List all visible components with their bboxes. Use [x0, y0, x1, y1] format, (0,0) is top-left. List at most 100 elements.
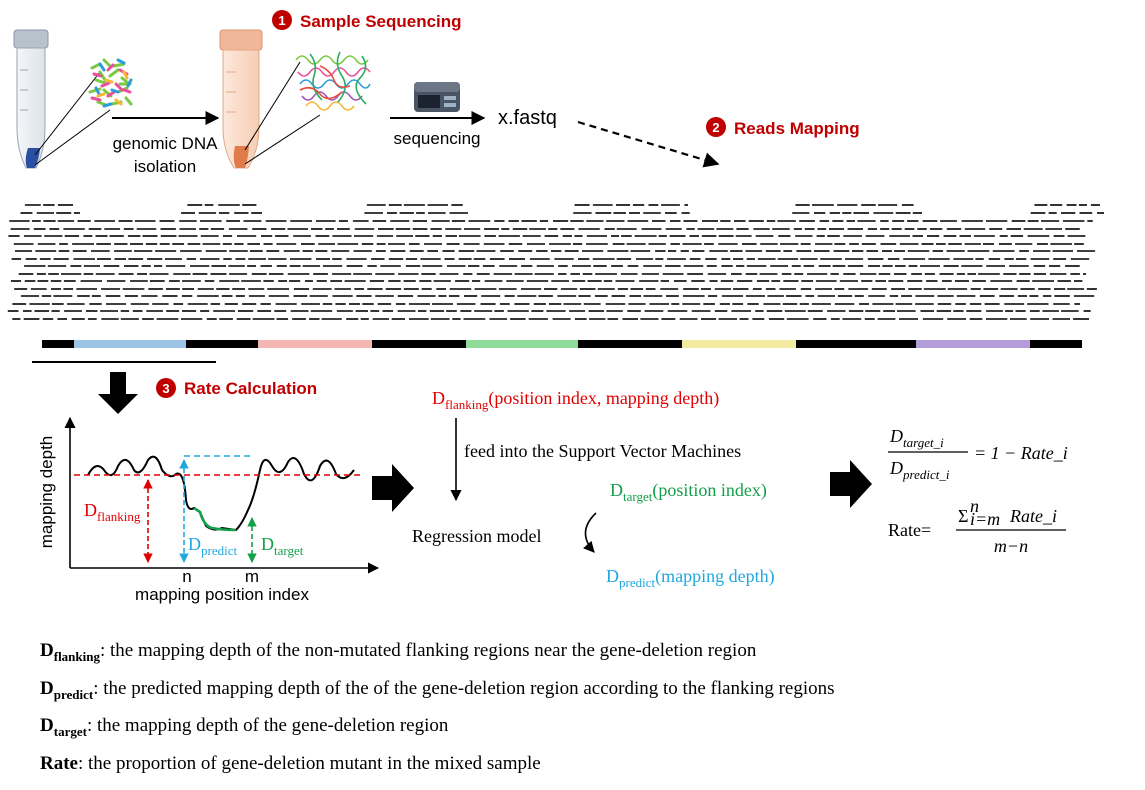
genome-segment: [466, 340, 578, 348]
svm-flanking-sub: flanking: [445, 397, 489, 412]
plot-flanking-main: D: [84, 500, 97, 520]
definition-target-sub: target: [53, 723, 87, 739]
svm-target-main: D: [610, 480, 623, 500]
tick-m: m: [245, 567, 259, 586]
svm-flanking-main: D: [432, 388, 445, 408]
formula1-den-var: D: [889, 458, 903, 478]
right-block-arrow-1: [372, 464, 414, 512]
tick-n: n: [182, 567, 191, 586]
dna-mixture-icon: [295, 51, 371, 111]
down-block-arrow: [98, 372, 138, 414]
formula1-denominator: Dpredict_i: [889, 458, 950, 482]
svm-predict-sub: predict: [619, 575, 655, 590]
target-region-curve: [193, 506, 237, 532]
genome-segment: [916, 340, 1030, 348]
genome-segment: [1030, 340, 1082, 348]
formula2-sum-sign: Σ: [958, 506, 968, 526]
isolation-label-line2: isolation: [134, 157, 196, 176]
fastq-label: x.fastq: [498, 107, 557, 129]
genome-segment: [682, 340, 796, 348]
svm-feed-label: feed into the Support Vector Machines: [464, 441, 741, 461]
step3-header: 3 Rate Calculation: [156, 378, 317, 398]
formula2-lhs: Rate=: [888, 520, 931, 540]
plot-target-main: D: [261, 534, 274, 554]
definition-target-term: Dtarget: [40, 715, 87, 739]
definition-flanking: Dflanking: the mapping depth of the non-…: [40, 640, 756, 665]
step3-label: Rate Calculation: [184, 379, 317, 398]
definition-flanking-text: : the mapping depth of the non-mutated f…: [99, 640, 757, 661]
regression-cycle-arrow: [583, 512, 597, 553]
right-block-arrow-2: [830, 460, 872, 508]
rate-formula-2: Rate= Σ n i=m Rate_i m−n: [888, 496, 1066, 556]
definition-flanking-sub: flanking: [53, 648, 100, 664]
definition-predict-sub: predict: [53, 686, 94, 702]
step3-number: 3: [162, 381, 169, 396]
genome-bar: [42, 340, 1082, 348]
formula2-sum-lower: i=m: [970, 509, 1000, 529]
svm-section: Dflanking(position index, mapping depth)…: [412, 388, 775, 590]
step2-header: 2 Reads Mapping: [706, 117, 860, 138]
svm-target-args: (position index): [652, 480, 767, 501]
definition-rate-term: Rate: [40, 753, 78, 774]
step3-badge: [156, 378, 176, 398]
svm-predict-label: Dpredict(mapping depth): [606, 566, 775, 590]
formula1-den-sub: predict_i: [902, 467, 950, 482]
genome-segment: [372, 340, 466, 348]
formula2-denominator: m−n: [994, 536, 1028, 556]
step1-header: 1 Sample Sequencing: [272, 10, 462, 31]
plot-ylabel: mapping depth: [37, 436, 56, 548]
genome-segment: [796, 340, 916, 348]
plot-target-sub: target: [274, 543, 304, 558]
definition-predict-main: D: [40, 678, 54, 699]
reads-pileup: [7, 204, 1104, 320]
definition-flanking-term: Dflanking: [40, 640, 100, 664]
dna-fragments-icon: [88, 58, 133, 108]
genome-segment: [42, 340, 74, 348]
plot-predict-sub: predict: [201, 543, 237, 558]
plot-predict-label: Dpredict: [188, 534, 237, 558]
formula1-num-var: D: [889, 426, 903, 446]
step1-badge: [272, 10, 292, 30]
genome-segment: [258, 340, 372, 348]
step2-number: 2: [712, 120, 719, 135]
formula1-num-sub: target_i: [903, 435, 944, 450]
tube-icon-genomic: [13, 29, 111, 169]
sequencer-icon: [414, 82, 460, 112]
svm-flanking-args: (position index, mapping depth): [488, 388, 719, 409]
definition-rate-main: Rate: [40, 753, 78, 774]
depth-plot: mapping depth mapping position index n m…: [37, 416, 380, 604]
definition-predict-term: Dpredict: [40, 678, 94, 702]
step1-number: 1: [278, 13, 285, 28]
tube-icon-sample: [219, 29, 321, 169]
formula2-term: Rate_i: [1009, 506, 1057, 526]
definition-rate: Rate: the proportion of gene-deletion mu…: [40, 753, 541, 775]
definition-target: Dtarget: the mapping depth of the gene-d…: [40, 715, 448, 740]
svm-target-label: Dtarget(position index): [610, 480, 767, 504]
plot-flanking-label: Dflanking: [84, 500, 141, 524]
formula1-rhs: = 1 − Rate_i: [974, 443, 1068, 463]
plot-predict-main: D: [188, 534, 201, 554]
svm-predict-main: D: [606, 566, 619, 586]
mapping-dashed-arrow: [577, 120, 720, 168]
definition-predict-text: : the predicted mapping depth of the of …: [93, 678, 835, 699]
step1-label: Sample Sequencing: [300, 12, 462, 31]
definition-target-text: : the mapping depth of the gene-deletion…: [86, 715, 449, 736]
sequencing-label: sequencing: [394, 129, 481, 148]
definition-target-main: D: [40, 715, 54, 736]
svm-flanking-label: Dflanking(position index, mapping depth): [432, 388, 719, 412]
definition-rate-text: : the proportion of gene-deletion mutant…: [77, 753, 541, 774]
rate-formula-1: Dtarget_i Dpredict_i = 1 − Rate_i: [888, 426, 1068, 482]
regression-model-label: Regression model: [412, 526, 541, 546]
svm-target-sub: target: [623, 489, 653, 504]
plot-target-label: Dtarget: [261, 534, 304, 558]
genome-segment: [578, 340, 682, 348]
formula1-numerator: Dtarget_i: [889, 426, 944, 450]
step2-badge: [706, 117, 726, 137]
genome-segment: [186, 340, 258, 348]
definition-predict: Dpredict: the predicted mapping depth of…: [40, 678, 835, 703]
isolation-label-line1: genomic DNA: [113, 134, 219, 153]
genome-segment: [74, 340, 186, 348]
plot-xlabel: mapping position index: [135, 585, 309, 604]
